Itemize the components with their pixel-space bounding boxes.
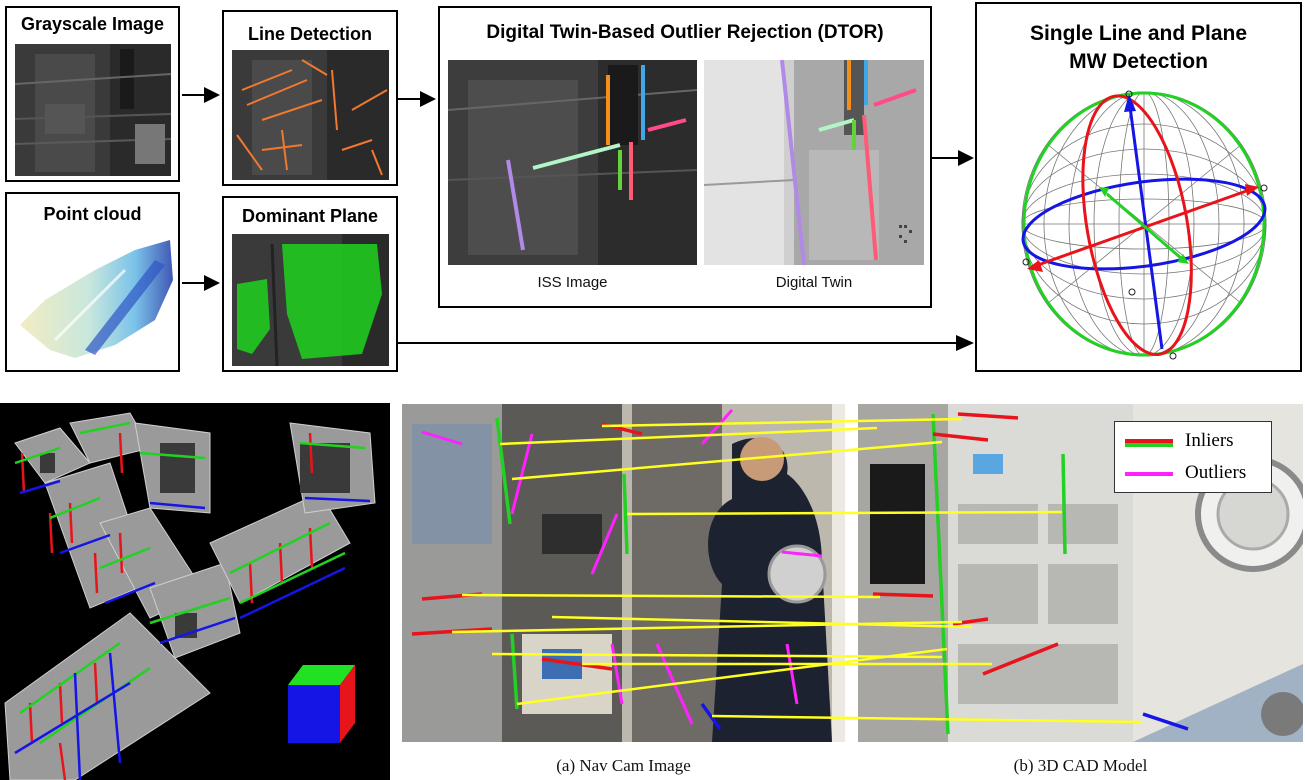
mw-sphere (1017, 84, 1272, 369)
legend: Inliers Outliers (1114, 421, 1272, 493)
digital-twin-image (704, 60, 924, 265)
legend-outliers-swatch (1125, 472, 1173, 476)
dominant-plane-panel: Dominant Plane (222, 196, 398, 372)
grayscale-image-panel: Grayscale Image (5, 6, 180, 182)
point-cloud-title: Point cloud (43, 204, 142, 224)
dtor-title: Digital Twin-Based Outlier Rejection (DT… (486, 22, 884, 43)
dominant-plane-title: Dominant Plane (241, 206, 379, 226)
line-detection-image (232, 50, 389, 180)
point-cloud-panel: Point cloud (5, 192, 180, 372)
correspondence-lines (451, 417, 1143, 724)
dominant-plane-image (232, 234, 389, 366)
grayscale-image-title: Grayscale Image (20, 14, 165, 34)
dtor-panel: Digital Twin-Based Outlier Rejection (DT… (438, 6, 932, 308)
mw-detection-panel: Single Line and Plane MW Detection (975, 2, 1302, 372)
mw-title-line2: MW Detection (1069, 50, 1208, 73)
line-detection-panel: Line Detection (222, 10, 398, 186)
legend-inliers-label: Inliers (1185, 430, 1234, 451)
legend-outliers-label: Outliers (1185, 462, 1247, 483)
iss-image (448, 60, 697, 265)
nav-cam-image (402, 404, 845, 742)
arrow-line-detection-to-dtor (398, 91, 436, 107)
iss-image-caption: ISS Image (537, 274, 608, 291)
caption-nav-cam: (a) Nav Cam Image (556, 756, 691, 775)
rgb-axis-cube (288, 665, 355, 743)
caption-cad-model: (b) 3D CAD Model (1013, 756, 1148, 775)
arrow-dtor-to-mw (932, 150, 974, 166)
arrow-pointcloud-to-dominant-plane (182, 275, 220, 291)
line-detection-title: Line Detection (247, 24, 372, 44)
grayscale-image (15, 44, 171, 176)
digital-twin-caption: Digital Twin (775, 274, 853, 291)
arrow-grayscale-to-line-detection (182, 87, 220, 103)
iss-cad-overview-image (0, 403, 390, 780)
point-cloud-image (15, 230, 175, 366)
mw-title-line1: Single Line and Plane (1029, 22, 1248, 45)
cad-model-image (858, 404, 1303, 742)
legend-inliers-swatch (1125, 439, 1173, 447)
arrow-dominant-plane-to-mw (398, 335, 974, 351)
